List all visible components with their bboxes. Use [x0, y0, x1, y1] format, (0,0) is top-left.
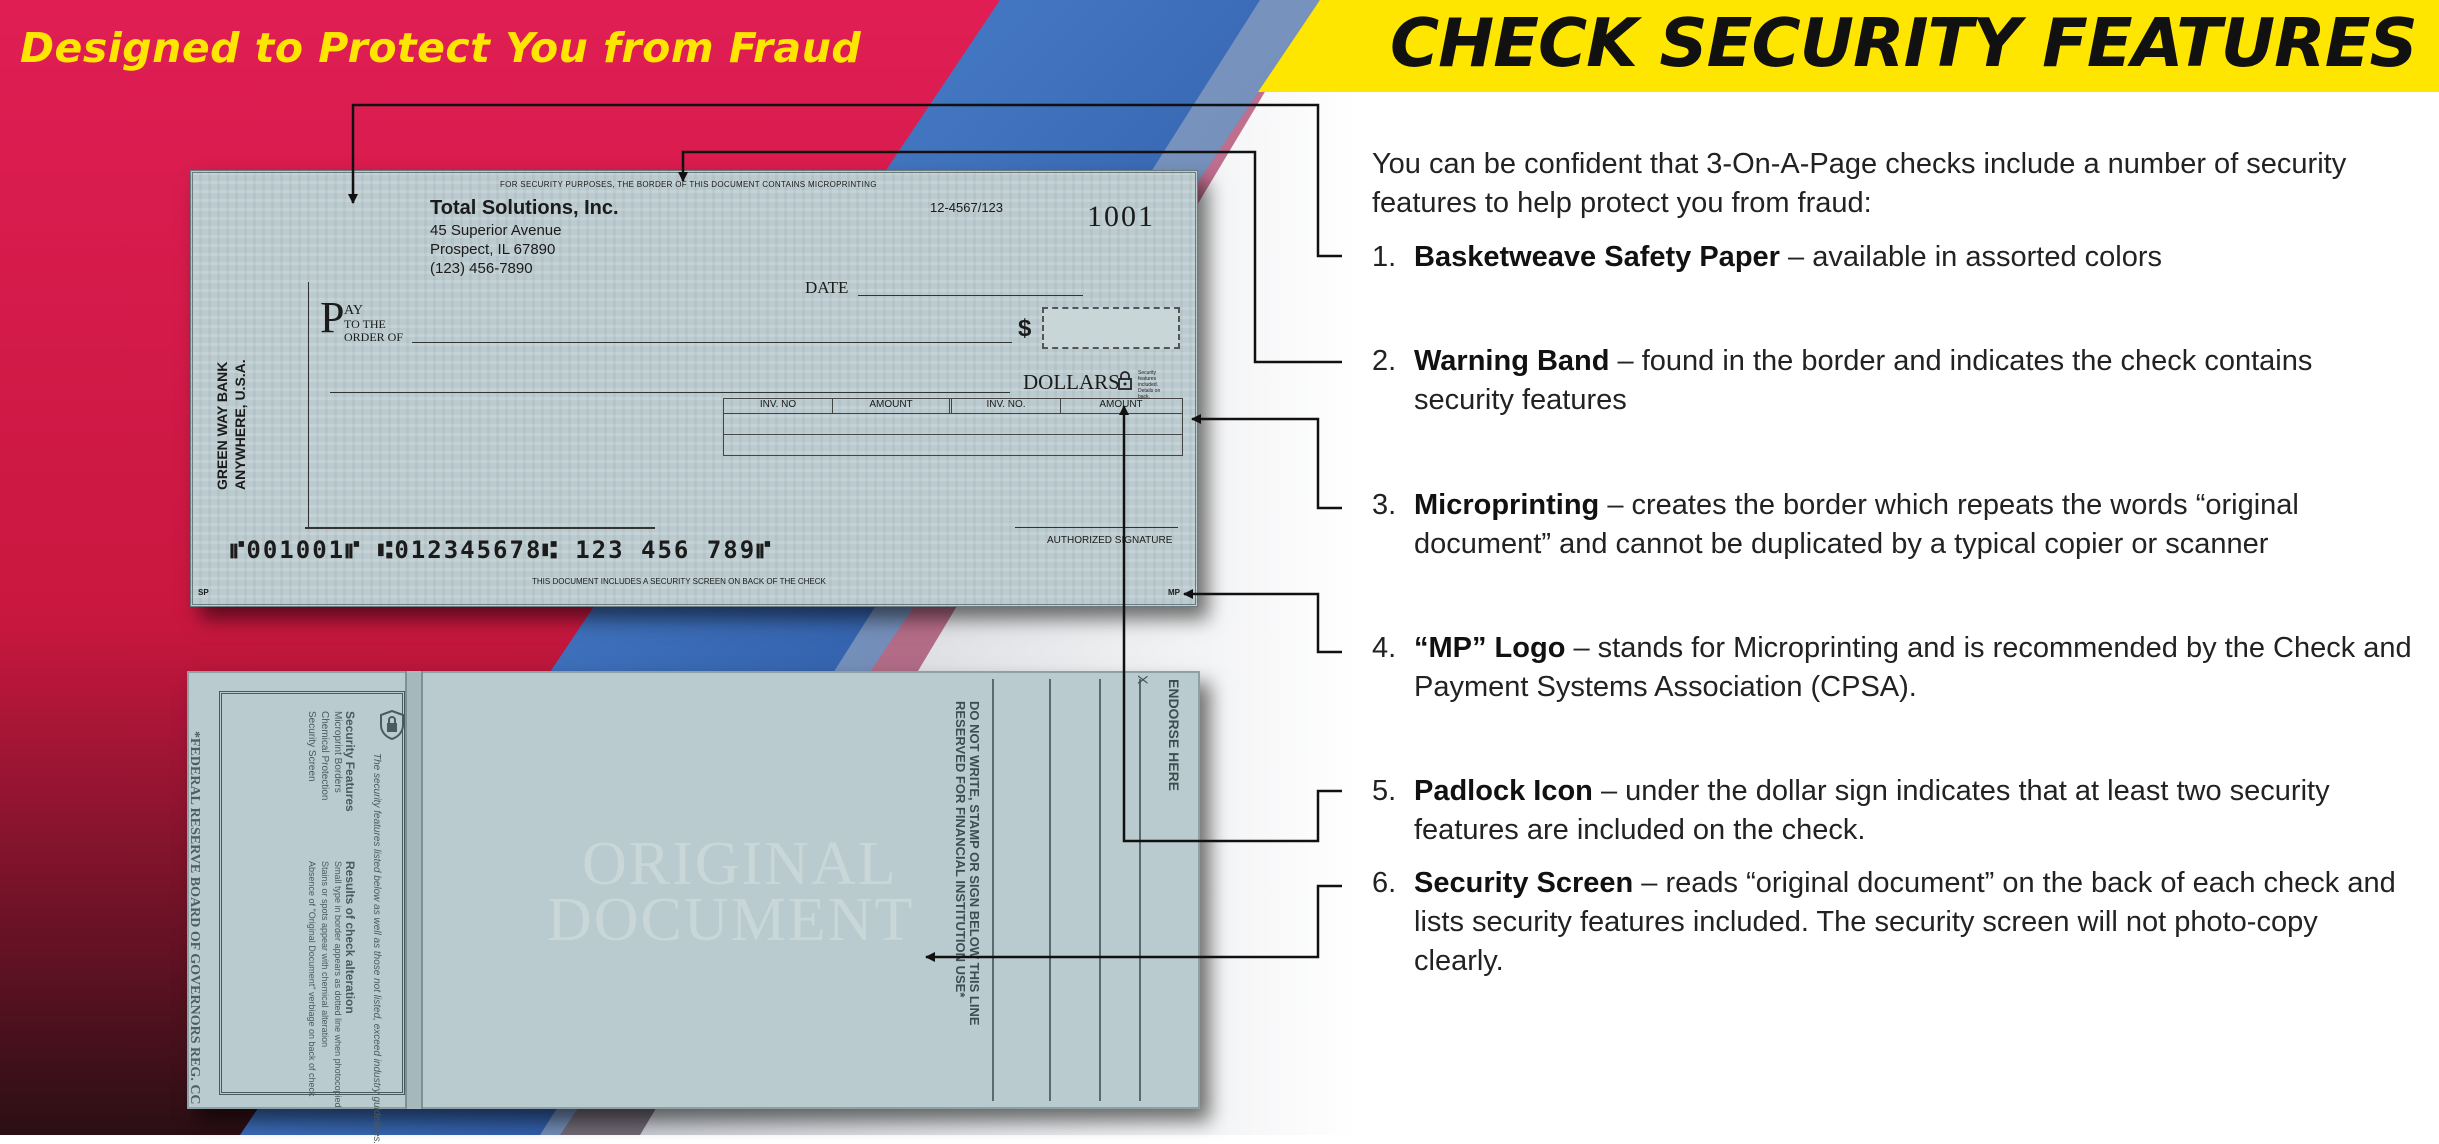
feature-desc: – reads “original document” on the back … [1414, 867, 2396, 977]
security-box-intro: The security features listed below as we… [371, 753, 382, 1144]
feature-desc: – creates the border which repeats the w… [1414, 489, 2299, 560]
written-amount-line [330, 392, 1010, 393]
shield-lock-icon [380, 709, 404, 741]
memo-header-inv: INV. NO [724, 399, 833, 413]
security-features-box [219, 691, 405, 1095]
feature-chemical: Chemical Protection [319, 711, 330, 801]
feature-5: 5. Padlock Icon – under the dollar sign … [1372, 772, 2412, 850]
mp-logo: MP [1168, 588, 1180, 597]
intro-text: You can be confident that 3-On-A-Page ch… [1372, 148, 2347, 219]
dollars-label: DOLLARS [1023, 370, 1120, 394]
endorse-x: X [1135, 675, 1151, 685]
feature-name: Security Screen [1414, 867, 1634, 899]
feature-1: 1. Basketweave Safety Paper – available … [1372, 238, 2412, 277]
result-2: Stains or spots appear with chemical alt… [320, 861, 330, 1048]
padlock-note: Security features included. Details on b… [1138, 370, 1161, 400]
feature-desc: – under the dollar sign indicates that a… [1414, 775, 2330, 846]
back-divider [405, 671, 423, 1109]
micr-line: ⑈001001⑈ ⑆012345678⑆ 123 456 789⑈ [230, 536, 773, 564]
dollar-sign: $ [1018, 315, 1032, 342]
feature-desc: – stands for Microprinting and is recomm… [1414, 632, 2412, 703]
page-title: CHECK SECURITY FEATURES [1390, 4, 2418, 82]
feature-2: 2. Warning Band – found in the border an… [1372, 342, 2412, 420]
feature-number: 6. [1372, 867, 1397, 899]
feature-name: Padlock Icon [1414, 775, 1593, 807]
bank-name: GREEN WAY BANK [214, 361, 230, 490]
feature-number: 2. [1372, 345, 1397, 377]
feature-number: 4. [1372, 632, 1397, 664]
date-label: DATE [805, 278, 849, 297]
endorsement-line-3 [1099, 679, 1101, 1101]
check-front: FOR SECURITY PURPOSES, THE BORDER OF THI… [190, 170, 1198, 607]
bank-divider [308, 282, 309, 527]
feature-name: “MP” Logo [1414, 632, 1566, 664]
company-phone: (123) 456-7890 [430, 260, 533, 277]
bank-location: ANYWHERE, U.S.A. [232, 359, 248, 490]
watermark-original: ORIGINAL [582, 830, 898, 898]
reserved-note: RESERVED FOR FINANCIAL INSTITUTION USE* [953, 701, 968, 998]
company-address-1: 45 Superior Avenue [430, 222, 562, 239]
routing-fraction: 12-4567/123 [930, 200, 1004, 215]
check-number: 1001 [1087, 200, 1155, 233]
feature-6: 6. Security Screen – reads “original doc… [1372, 864, 2412, 981]
watermark-document: DOCUMENT [547, 886, 915, 954]
feature-number: 1. [1372, 241, 1397, 273]
endorsement-line-4 [1139, 679, 1141, 1101]
tagline: Designed to Protect You from Fraud [20, 24, 862, 72]
federal-reserve-note: *FEDERAL RESERVE BOARD OF GOVERNORS REG.… [187, 731, 202, 1105]
security-features-title: Security Features [343, 711, 357, 812]
memo-header-amount-2: AMOUNT [1099, 399, 1143, 410]
result-3: Absence of "Original Document" verbiage … [307, 861, 317, 1097]
feature-4: 4. “MP” Logo – stands for Microprinting … [1372, 629, 2412, 707]
feature-screen: Security Screen [306, 711, 317, 782]
feature-name: Microprinting [1414, 489, 1600, 521]
signature-label: AUTHORIZED SIGNATURE [1047, 535, 1173, 546]
yellow-banner [1258, 0, 2439, 92]
order-of-label: ORDER OF [344, 330, 404, 344]
padlock-icon [1118, 371, 1132, 390]
signature-line [1015, 527, 1178, 528]
company-address-2: Prospect, IL 67890 [430, 241, 556, 258]
endorsement-line-1 [992, 679, 994, 1101]
memo-header-inv-2: INV. NO. [952, 399, 1061, 413]
warning-band: FOR SECURITY PURPOSES, THE BORDER OF THI… [500, 180, 877, 189]
feature-number: 5. [1372, 775, 1397, 807]
signature-divider [305, 527, 655, 529]
feature-desc: – available in assorted colors [1779, 241, 2162, 273]
feature-3: 3. Microprinting – creates the border wh… [1372, 486, 2412, 564]
feature-number: 3. [1372, 489, 1397, 521]
endorse-here-label: ENDORSE HERE [1166, 679, 1182, 792]
date-line [858, 295, 1083, 296]
to-the-label: TO THE [344, 317, 386, 331]
feature-microprint: Microprint Borders [332, 711, 343, 793]
result-1: Small type in border appears as dotted l… [333, 861, 343, 1108]
sp-mark: SP [198, 588, 209, 597]
feature-name: Warning Band [1414, 345, 1610, 377]
company-name: Total Solutions, Inc. [430, 197, 619, 219]
do-not-write-note: DO NOT WRITE, STAMP OR SIGN BELOW THIS L… [967, 701, 982, 1026]
results-title: Results of check alteration [343, 861, 357, 1014]
feature-name: Basketweave Safety Paper [1414, 241, 1780, 273]
pay-to-initial: P [320, 293, 345, 342]
amount-box [1042, 307, 1180, 349]
security-screen-note: THIS DOCUMENT INCLUDES A SECURITY SCREEN… [532, 577, 826, 586]
memo-table: INV. NO AMOUNT INV. NO. AMOUNT [723, 398, 1183, 456]
feature-desc: – found in the border and indicates the … [1414, 345, 2313, 416]
check-back: *FEDERAL RESERVE BOARD OF GOVERNORS REG.… [187, 671, 1200, 1144]
memo-header-amount: AMOUNT [833, 399, 952, 413]
endorsement-line-2 [1049, 679, 1051, 1101]
payee-line [412, 342, 1012, 343]
pay-to-label: AY [344, 303, 363, 318]
